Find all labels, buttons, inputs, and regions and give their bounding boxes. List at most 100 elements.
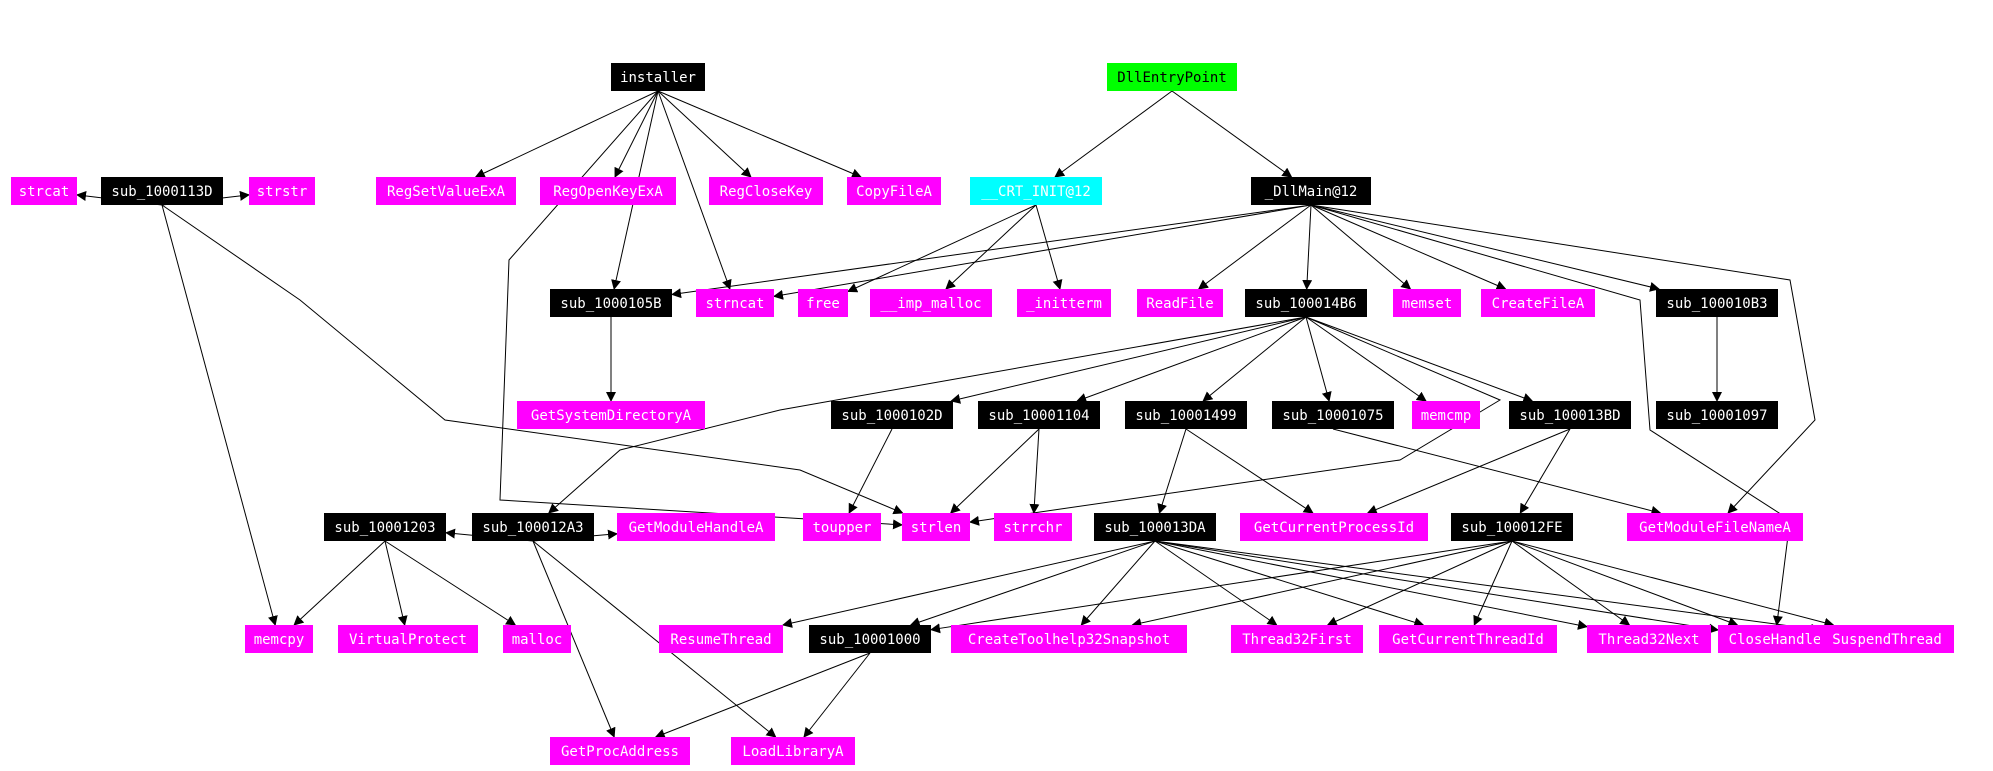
node-memset[interactable]: memset <box>1393 289 1461 317</box>
node-toupper[interactable]: toupper <box>803 513 881 541</box>
node-strrchr[interactable]: strrchr <box>994 513 1072 541</box>
node-label: sub_10001104 <box>988 408 1089 424</box>
node-createtoolhelp32snapshot[interactable]: CreateToolhelp32Snapshot <box>951 625 1187 653</box>
edge-sub-100013da-to-thread32next <box>1154 540 1588 630</box>
node-label: Thread32Next <box>1598 632 1699 648</box>
node-label: sub_100013BD <box>1519 408 1620 424</box>
node-malloc[interactable]: malloc <box>503 625 571 653</box>
node-thread32next[interactable]: Thread32Next <box>1587 625 1711 653</box>
node-label: strlen <box>911 520 962 536</box>
node-box <box>376 177 516 205</box>
node-sub-1000102d[interactable]: sub_1000102D <box>831 401 953 429</box>
edge-sub-100013da-to-resumethread <box>782 540 1156 628</box>
node-label: free <box>806 296 840 312</box>
node-regsetvalueexa[interactable]: RegSetValueExA <box>376 177 516 205</box>
edge-dllmain-to-sub-100014b6 <box>1302 204 1313 290</box>
node-box <box>731 737 855 765</box>
edge-sub-100013da-to-thread32first <box>1154 540 1278 626</box>
node-box <box>1094 513 1216 541</box>
node-suspendthread[interactable]: SuspendThread <box>1820 625 1954 653</box>
node-label: sub_10001000 <box>819 632 920 648</box>
node-sub-1000113d[interactable]: sub_1000113D <box>101 177 223 205</box>
edge-sub-100014b6-to-sub-1000102d <box>950 316 1307 404</box>
node-sub-10001203[interactable]: sub_10001203 <box>324 513 446 541</box>
node-dllmain[interactable]: _DllMain@12 <box>1251 177 1371 205</box>
node-label: ReadFile <box>1146 296 1213 312</box>
edge-installer-to-copyfilea <box>657 90 862 179</box>
edge-sub-10001203-to-memcpy <box>293 540 386 626</box>
node-box <box>847 177 941 205</box>
node-resumethread[interactable]: ResumeThread <box>659 625 783 653</box>
edge-sub-100014b6-to-sub-100013bd <box>1305 316 1534 403</box>
edge-sub-100014b6-to-memcmp <box>1305 316 1427 402</box>
node-crt-init[interactable]: __CRT_INIT@12 <box>970 177 1102 205</box>
node-box <box>338 625 478 653</box>
node-createfilea[interactable]: CreateFileA <box>1481 289 1595 317</box>
node-label: GetProcAddress <box>561 744 679 760</box>
node-box <box>1451 513 1573 541</box>
node-copyfilea[interactable]: CopyFileA <box>847 177 941 205</box>
node-label: CreateFileA <box>1492 296 1585 312</box>
edge-sub-10001499-to-getcurrentprocessid <box>1185 428 1314 514</box>
edge-sub-100014b6-to-sub-10001075 <box>1305 316 1332 402</box>
node-sub-100010b3[interactable]: sub_100010B3 <box>1656 289 1778 317</box>
node-label: GetCurrentThreadId <box>1392 632 1544 648</box>
node-strcat[interactable]: strcat <box>11 177 77 205</box>
node-sub-100014b6[interactable]: sub_100014B6 <box>1245 289 1367 317</box>
node-getmodulehandlea[interactable]: GetModuleHandleA <box>617 513 775 541</box>
node-sub-100013da[interactable]: sub_100013DA <box>1094 513 1216 541</box>
node-sub-1000105b[interactable]: sub_1000105B <box>550 289 672 317</box>
node-label: Thread32First <box>1242 632 1352 648</box>
node-regopenkeyexa[interactable]: RegOpenKeyExA <box>540 177 676 205</box>
edge-sub-100014b6-to-sub-10001104 <box>1076 316 1307 403</box>
node-label: ResumeThread <box>670 632 771 648</box>
node-strlen[interactable]: strlen <box>902 513 970 541</box>
edge-sub-100012fe-to-thread32next <box>1511 540 1631 626</box>
node-box <box>503 625 571 653</box>
node-memcpy[interactable]: memcpy <box>245 625 313 653</box>
node-getcurrentprocessid[interactable]: GetCurrentProcessId <box>1240 513 1428 541</box>
node-closehandle[interactable]: CloseHandle <box>1718 625 1832 653</box>
node-label: strrchr <box>1003 520 1062 536</box>
node-label: strstr <box>257 184 308 200</box>
node-dllentrypoint[interactable]: DllEntryPoint <box>1107 63 1237 91</box>
node-sub-10001499[interactable]: sub_10001499 <box>1125 401 1247 429</box>
node-sub-10001000[interactable]: sub_10001000 <box>809 625 931 653</box>
node-free[interactable]: free <box>798 289 848 317</box>
edge-crt-init-to-free <box>847 204 1037 293</box>
node-box <box>1272 401 1394 429</box>
node-getprocaddress[interactable]: GetProcAddress <box>550 737 690 765</box>
node-installer[interactable]: installer <box>611 63 705 91</box>
node-virtualprotect[interactable]: VirtualProtect <box>338 625 478 653</box>
node-box <box>994 513 1072 541</box>
node-box <box>1412 401 1480 429</box>
node-sub-100013bd[interactable]: sub_100013BD <box>1509 401 1631 429</box>
node-readfile[interactable]: ReadFile <box>1137 289 1223 317</box>
node-strncat[interactable]: strncat <box>696 289 774 317</box>
node-label: CopyFileA <box>856 184 932 200</box>
node-sub-100012fe[interactable]: sub_100012FE <box>1451 513 1573 541</box>
node-thread32first[interactable]: Thread32First <box>1231 625 1363 653</box>
node-loadlibrarya[interactable]: LoadLibraryA <box>731 737 855 765</box>
node-box <box>870 289 992 317</box>
node-regclosekey[interactable]: RegCloseKey <box>709 177 823 205</box>
node-imp-malloc[interactable]: __imp_malloc <box>870 289 992 317</box>
node-sub-10001075[interactable]: sub_10001075 <box>1272 401 1394 429</box>
node-label: sub_100013DA <box>1104 520 1206 536</box>
node-sub-10001097[interactable]: sub_10001097 <box>1656 401 1778 429</box>
node-box <box>1379 625 1557 653</box>
node-sub-100012a3[interactable]: sub_100012A3 <box>472 513 594 541</box>
node-getcurrentthreadid[interactable]: GetCurrentThreadId <box>1379 625 1557 653</box>
node-getsystemdirectorya[interactable]: GetSystemDirectoryA <box>517 401 705 429</box>
node-strstr[interactable]: strstr <box>249 177 315 205</box>
node-memcmp[interactable]: memcmp <box>1412 401 1480 429</box>
node-getmodulefilenamea[interactable]: GetModuleFileNameA <box>1627 513 1803 541</box>
node-box <box>951 625 1187 653</box>
edge-sub-10001203-to-malloc <box>384 540 517 626</box>
edge-sub-100013bd-to-getcurrentprocessid <box>1366 428 1571 515</box>
node-label: GetModuleHandleA <box>629 520 764 536</box>
node-initterm[interactable]: _initterm <box>1017 289 1111 317</box>
node-sub-10001104[interactable]: sub_10001104 <box>978 401 1100 429</box>
edge-sub-1000113d-to-memcpy <box>161 204 278 626</box>
node-box <box>1245 289 1367 317</box>
